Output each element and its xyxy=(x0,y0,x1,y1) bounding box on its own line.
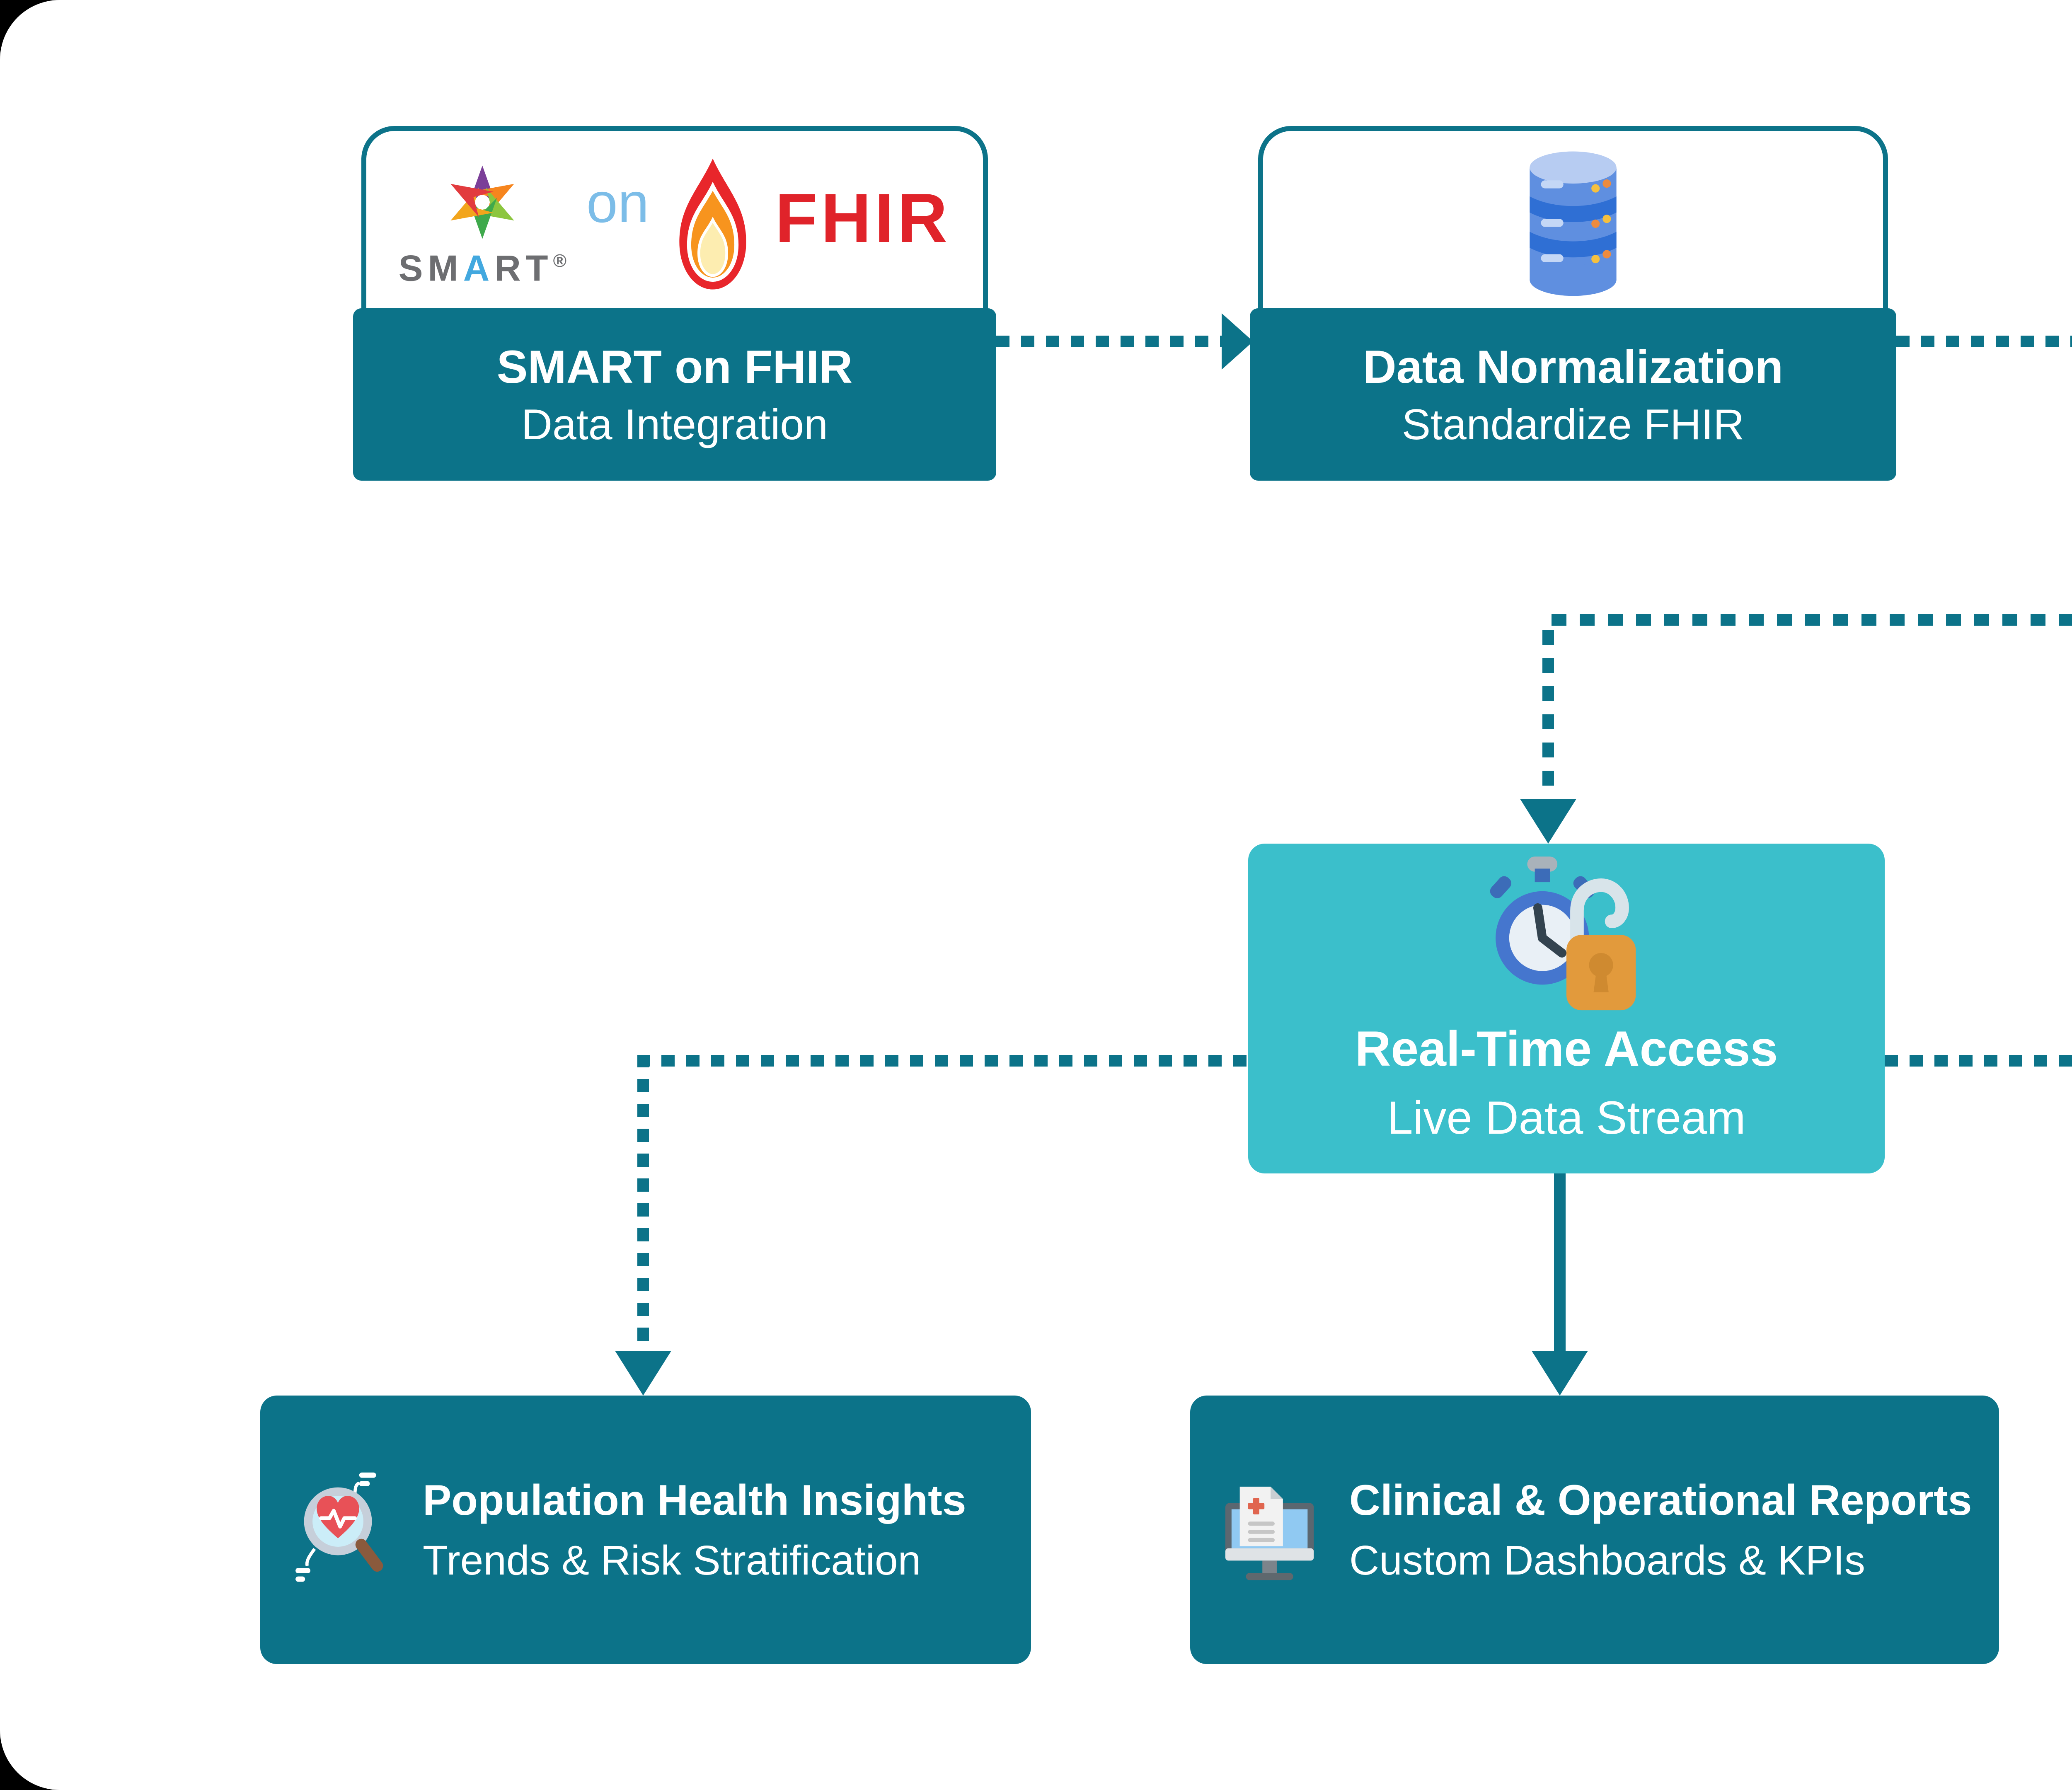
smart-wordmark: SMART® xyxy=(398,247,566,289)
database-icon xyxy=(1530,151,1617,296)
monitor-report-icon xyxy=(1225,1486,1314,1580)
node-title: Clinical & Operational Reports xyxy=(1349,1475,1972,1525)
node-subtitle: Standardize FHIR xyxy=(1402,399,1745,448)
node-subtitle: Trends & Risk Stratification xyxy=(423,1538,921,1584)
node-title: Data Normalization xyxy=(1363,341,1784,392)
node-data-normalization-label: Data Normalization Standardize FHIR xyxy=(1250,308,1896,481)
node-clinical-reports: Clinical & Operational Reports Custom Da… xyxy=(1190,1396,1999,1664)
smart-star-icon xyxy=(450,165,514,239)
node-smart-on-fhir-label: SMART on FHIR Data Integration xyxy=(353,308,996,481)
node-title: Population Health Insights xyxy=(423,1475,966,1525)
node-subtitle: Live Data Stream xyxy=(1387,1092,1746,1144)
node-data-normalization: Data Normalization Standardize FHIR xyxy=(1250,126,1896,481)
node-title: SMART on FHIR xyxy=(496,341,853,392)
node-title: Real-Time Access xyxy=(1355,1023,1778,1077)
smart-on-fhir-logo: SMART® on FHIR xyxy=(366,156,983,295)
node-subtitle: Data Integration xyxy=(521,399,828,448)
node-real-time-access: Real-Time Access Live Data Stream xyxy=(1248,844,1885,1173)
node-population-health: Population Health Insights Trends & Risk… xyxy=(260,1396,1031,1664)
fhir-flame-icon xyxy=(678,158,746,290)
on-wordmark: on xyxy=(586,172,649,235)
magnifier-heart-icon xyxy=(295,1472,383,1582)
node-smart-on-fhir: SMART® on FHIR SMART on FHIR Data Integr… xyxy=(353,126,996,481)
fhir-wordmark: FHIR xyxy=(775,179,951,257)
stopwatch-lock-icon xyxy=(1490,856,1636,1011)
node-subtitle: Custom Dashboards & KPIs xyxy=(1349,1538,1865,1584)
